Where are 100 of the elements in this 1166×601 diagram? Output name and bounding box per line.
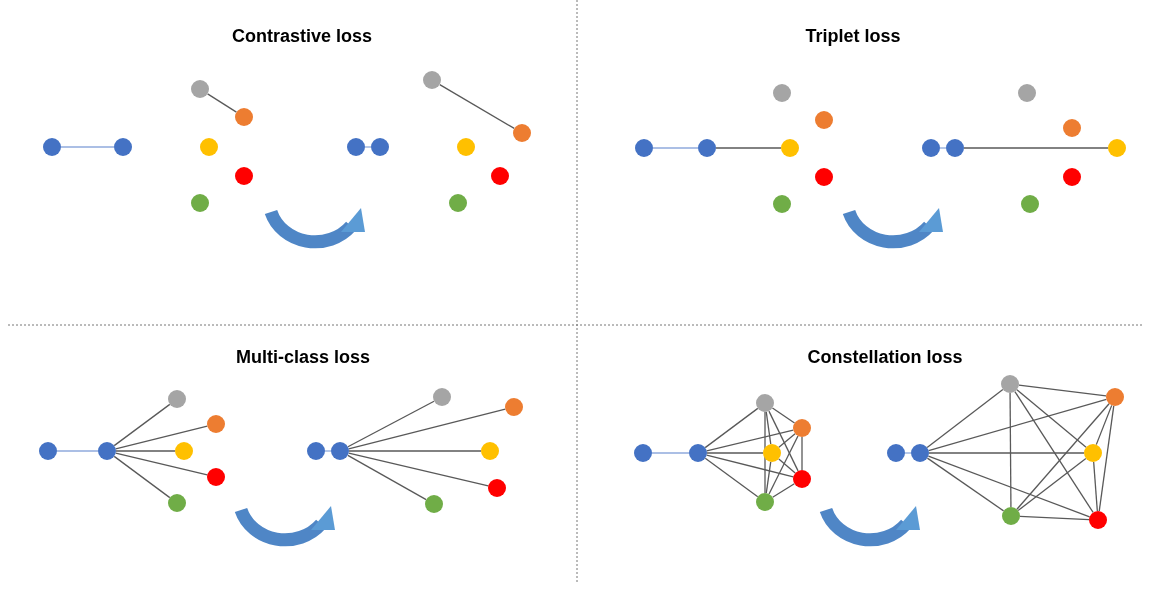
dot-node (763, 444, 781, 462)
connector-line (1018, 384, 1107, 397)
dot-node (1084, 444, 1102, 462)
dot-node (449, 194, 467, 212)
dot-node (307, 442, 325, 460)
dot-node (781, 139, 799, 157)
connector-line (706, 429, 794, 452)
dot-node (114, 138, 132, 156)
dot-node (1002, 507, 1020, 525)
dot-node (235, 167, 253, 185)
panel-title: Triplet loss (805, 26, 901, 47)
connector-line (1014, 390, 1094, 514)
dot-node (773, 84, 791, 102)
connector-line (1019, 515, 1090, 521)
dot-node (505, 398, 523, 416)
panel-title: Multi-class loss (236, 347, 370, 368)
connector-line (928, 398, 1107, 452)
dot-node (756, 493, 774, 511)
dot-node (793, 470, 811, 488)
connector-line (347, 454, 427, 501)
dot-node (689, 444, 707, 462)
connector-line (927, 455, 1091, 518)
dot-node (635, 139, 653, 157)
connector-line (1017, 457, 1087, 512)
connector-line (1093, 461, 1098, 512)
connector-line (715, 147, 782, 149)
dot-node (43, 138, 61, 156)
dot-node (773, 195, 791, 213)
dot-node (1063, 168, 1081, 186)
dot-node (488, 479, 506, 497)
connector-line (765, 461, 772, 494)
connector-line (778, 433, 796, 448)
dot-node (200, 138, 218, 156)
dot-node (331, 442, 349, 460)
connector-line (652, 147, 699, 149)
connector-line (206, 93, 238, 113)
dot-node (1108, 139, 1126, 157)
connector-line (765, 411, 772, 445)
connector-line (1016, 403, 1110, 510)
dot-node (207, 415, 225, 433)
dot-node (371, 138, 389, 156)
dot-node (513, 124, 531, 142)
connector-line (439, 83, 515, 130)
dot-node (433, 388, 451, 406)
connector-line (771, 407, 796, 424)
connector-line (56, 450, 99, 452)
dot-node (481, 442, 499, 460)
connector-line (904, 452, 912, 454)
dot-node (793, 419, 811, 437)
connector-line (348, 450, 482, 452)
connector-line (364, 146, 372, 148)
connector-line (963, 147, 1109, 149)
connector-line (324, 450, 332, 452)
connector-line (348, 408, 506, 450)
connector-line (768, 410, 799, 472)
connector-line (768, 435, 799, 495)
connector-line (704, 407, 759, 449)
connector-line (772, 483, 795, 498)
dot-node (815, 111, 833, 129)
dot-node (491, 167, 509, 185)
connector-line (1016, 389, 1087, 448)
connector-line (801, 436, 803, 471)
connector-line (778, 458, 796, 474)
dot-node (191, 80, 209, 98)
connector-line (939, 147, 947, 149)
dot-node (698, 139, 716, 157)
connector-line (115, 452, 208, 476)
dot-node (815, 168, 833, 186)
dot-node (946, 139, 964, 157)
connector-line (60, 146, 115, 148)
dot-node (39, 442, 57, 460)
dot-node (1063, 119, 1081, 137)
dot-node (634, 444, 652, 462)
dot-node (347, 138, 365, 156)
dot-node (191, 194, 209, 212)
dot-node (1106, 388, 1124, 406)
connector-line (347, 400, 435, 448)
connector-line (115, 425, 208, 450)
panel-title: Contrastive loss (232, 26, 372, 47)
connector-line (926, 457, 1005, 512)
dot-node (98, 442, 116, 460)
connector-line (1098, 405, 1115, 512)
connector-line (928, 452, 1085, 454)
connector-line (651, 452, 690, 454)
dot-node (887, 444, 905, 462)
connector-line (1009, 392, 1012, 508)
dot-node (235, 108, 253, 126)
connector-line (706, 454, 794, 478)
dot-node (168, 390, 186, 408)
connector-line (348, 452, 489, 487)
connector-line (764, 411, 766, 494)
dot-node (1089, 511, 1107, 529)
dot-node (1021, 195, 1039, 213)
dot-node (922, 139, 940, 157)
dot-node (756, 394, 774, 412)
dot-node (911, 444, 929, 462)
panel-title: Constellation loss (807, 347, 963, 368)
connector-line (926, 388, 1004, 449)
dot-node (175, 442, 193, 460)
dot-node (1018, 84, 1036, 102)
